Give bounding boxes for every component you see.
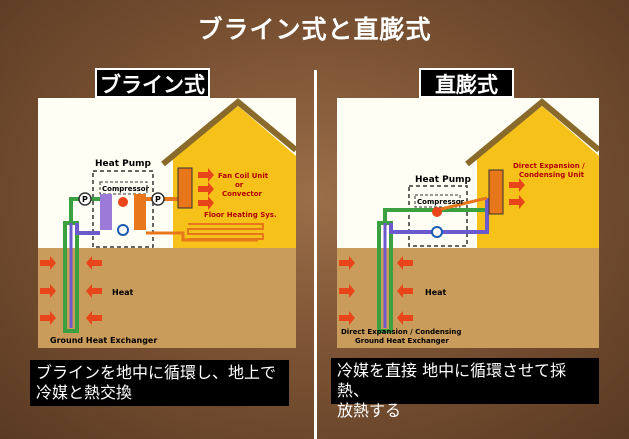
unit-arrow-2 (509, 195, 525, 209)
heat-pump-label: Heat Pump (95, 159, 152, 169)
brine-caption: ブラインを地中に循環し、地上で 冷媒と熱交換 (30, 360, 289, 406)
direct-unit-label-1: Direct Expansion / (513, 162, 585, 170)
heat-pump-label: Heat Pump (415, 175, 472, 185)
heat-arrow-right-3 (397, 311, 413, 325)
convector-label: Convector (222, 190, 263, 198)
heat-pump-box (92, 170, 154, 248)
floor-heating-coil (187, 223, 264, 240)
heat-arrow-left-1 (40, 256, 56, 270)
heat-arrow-right-1 (86, 256, 102, 270)
pump-right-label: P (155, 195, 161, 204)
direct-caption-line-1: 冷媒を直接 地中に循環させて採熱、 (337, 361, 567, 400)
condenser (134, 194, 146, 230)
expansion-valve (117, 224, 129, 236)
compressor-box (414, 194, 461, 208)
heat-arrow-right-1 (397, 256, 413, 270)
direct-diagram: Heat Pump Compressor Direct Expansion / … (337, 98, 601, 348)
ground-exchanger-label: Ground Heat Exchanger (50, 336, 157, 345)
direct-diagram-svg: Heat Pump Compressor Direct Expansion / … (337, 98, 601, 348)
fan-coil-unit (177, 167, 193, 209)
brine-pipe-return (75, 223, 100, 235)
direct-unit-label-2: Condensing Unit (519, 171, 585, 179)
house (173, 106, 296, 248)
brine-diagram: Heat Pump Compressor P P Fan Coil Unit o… (38, 98, 298, 348)
heat-arrow-left-2 (339, 284, 355, 298)
heat-arrow-left-2 (40, 284, 56, 298)
brine-caption-line-2: 冷媒と熱交換 (36, 383, 133, 402)
compressor-symbol (432, 207, 442, 217)
evaporator (100, 194, 112, 230)
fan-coil-arrow-1 (198, 168, 214, 182)
house (477, 106, 599, 248)
brine-heading: ブライン式 (95, 68, 210, 98)
pump-right (151, 192, 165, 206)
compressor-symbol (118, 197, 128, 207)
ground-exchanger-label-1: Direct Expansion / Condensing (341, 328, 461, 336)
compressor-label: Compressor (102, 185, 150, 193)
unit-arrow-1 (509, 178, 525, 192)
brine-diagram-svg: Heat Pump Compressor P P Fan Coil Unit o… (38, 98, 298, 348)
pump-left (78, 192, 92, 206)
heat-arrow-left-3 (40, 311, 56, 325)
heat-label: Heat (112, 288, 134, 297)
fan-coil-arrow-3 (198, 196, 214, 210)
heat-label: Heat (425, 288, 447, 297)
direct-caption-line-2: 放熱する (337, 401, 402, 420)
direct-heading: 直膨式 (419, 68, 514, 98)
house-roof (161, 98, 298, 167)
house-roof (465, 98, 601, 167)
floor-heating-label: Floor Heating Sys. (204, 211, 277, 219)
compressor-box (99, 181, 148, 195)
fan-coil-label: Fan Coil Unit (218, 172, 269, 180)
fan-coil-arrow-2 (198, 182, 214, 196)
heat-arrow-right-3 (86, 311, 102, 325)
direct-caption: 冷媒を直接 地中に循環させて採熱、 放熱する (331, 358, 599, 420)
or-label: or (235, 181, 244, 189)
ground-exchanger-label-2: Ground Heat Exchanger (355, 337, 449, 345)
heat-arrow-left-1 (339, 256, 355, 270)
expansion-valve (431, 226, 443, 238)
hot-gas-pipe (436, 196, 488, 212)
slide-title: ブライン式と直膨式 (197, 15, 432, 44)
condensing-unit (488, 169, 504, 215)
heat-arrow-right-2 (397, 284, 413, 298)
compressor-label: Compressor (417, 198, 465, 206)
heat-arrow-left-3 (339, 311, 355, 325)
heat-pump-box (408, 185, 468, 247)
heat-arrow-right-2 (86, 284, 102, 298)
pump-left-label: P (82, 195, 88, 204)
brine-caption-line-1: ブラインを地中に循環し、地上で (36, 363, 277, 382)
ground (38, 248, 296, 348)
center-divider (314, 70, 317, 439)
